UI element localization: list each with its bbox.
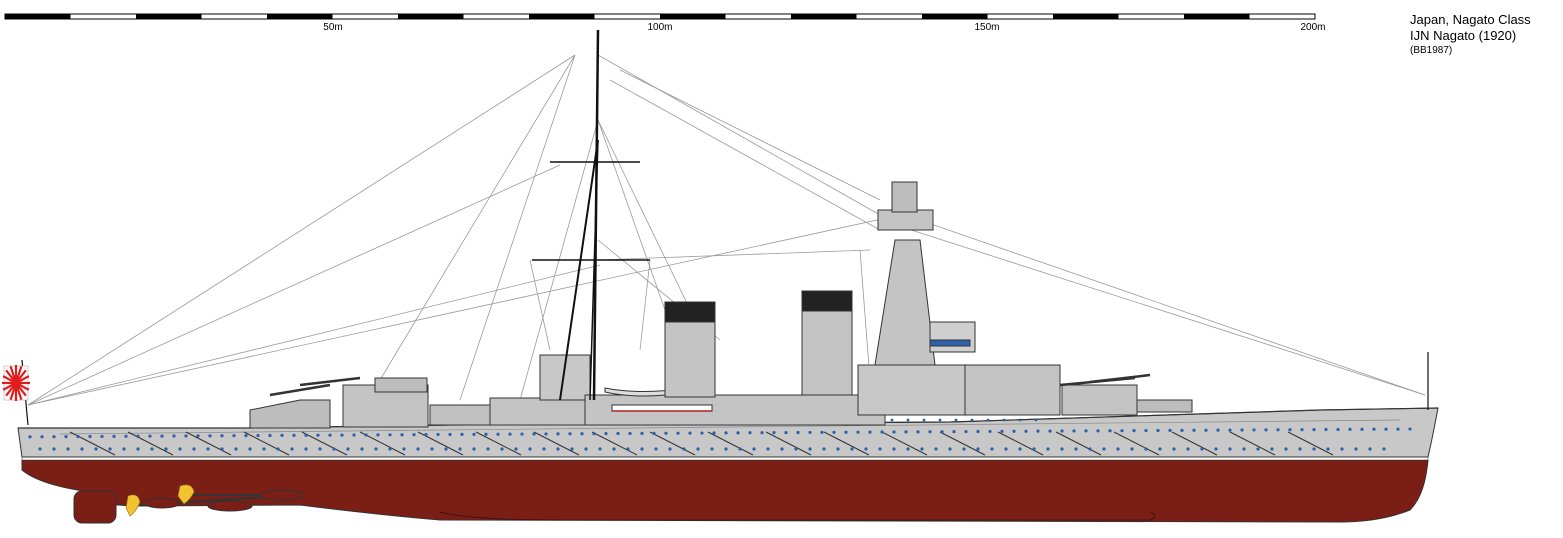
main-guns (269, 373, 1151, 397)
scale-label-100m: 100m (647, 22, 672, 33)
hull (17, 407, 1439, 524)
superstructure (249, 181, 1193, 429)
title-block: Japan, Nagato Class IJN Nagato (1920) (B… (1410, 12, 1531, 57)
scale-label-200m: 200m (1300, 22, 1325, 33)
title-line-ship: IJN Nagato (1920) (1410, 28, 1517, 43)
title-line-code: (BB1987) (1410, 45, 1453, 56)
hull-diagonal-lines (69, 431, 1334, 456)
rigging-lines (27, 54, 1426, 406)
scale-label-50m: 50m (323, 22, 342, 33)
scale-bar: 50m 100m 150m 200m (4, 13, 1326, 33)
propellers (125, 484, 305, 517)
title-line-class: Japan, Nagato Class (1410, 12, 1531, 27)
rising-sun-ensign (2, 365, 30, 401)
scale-label-150m: 150m (974, 22, 999, 33)
masts (21, 29, 1429, 426)
